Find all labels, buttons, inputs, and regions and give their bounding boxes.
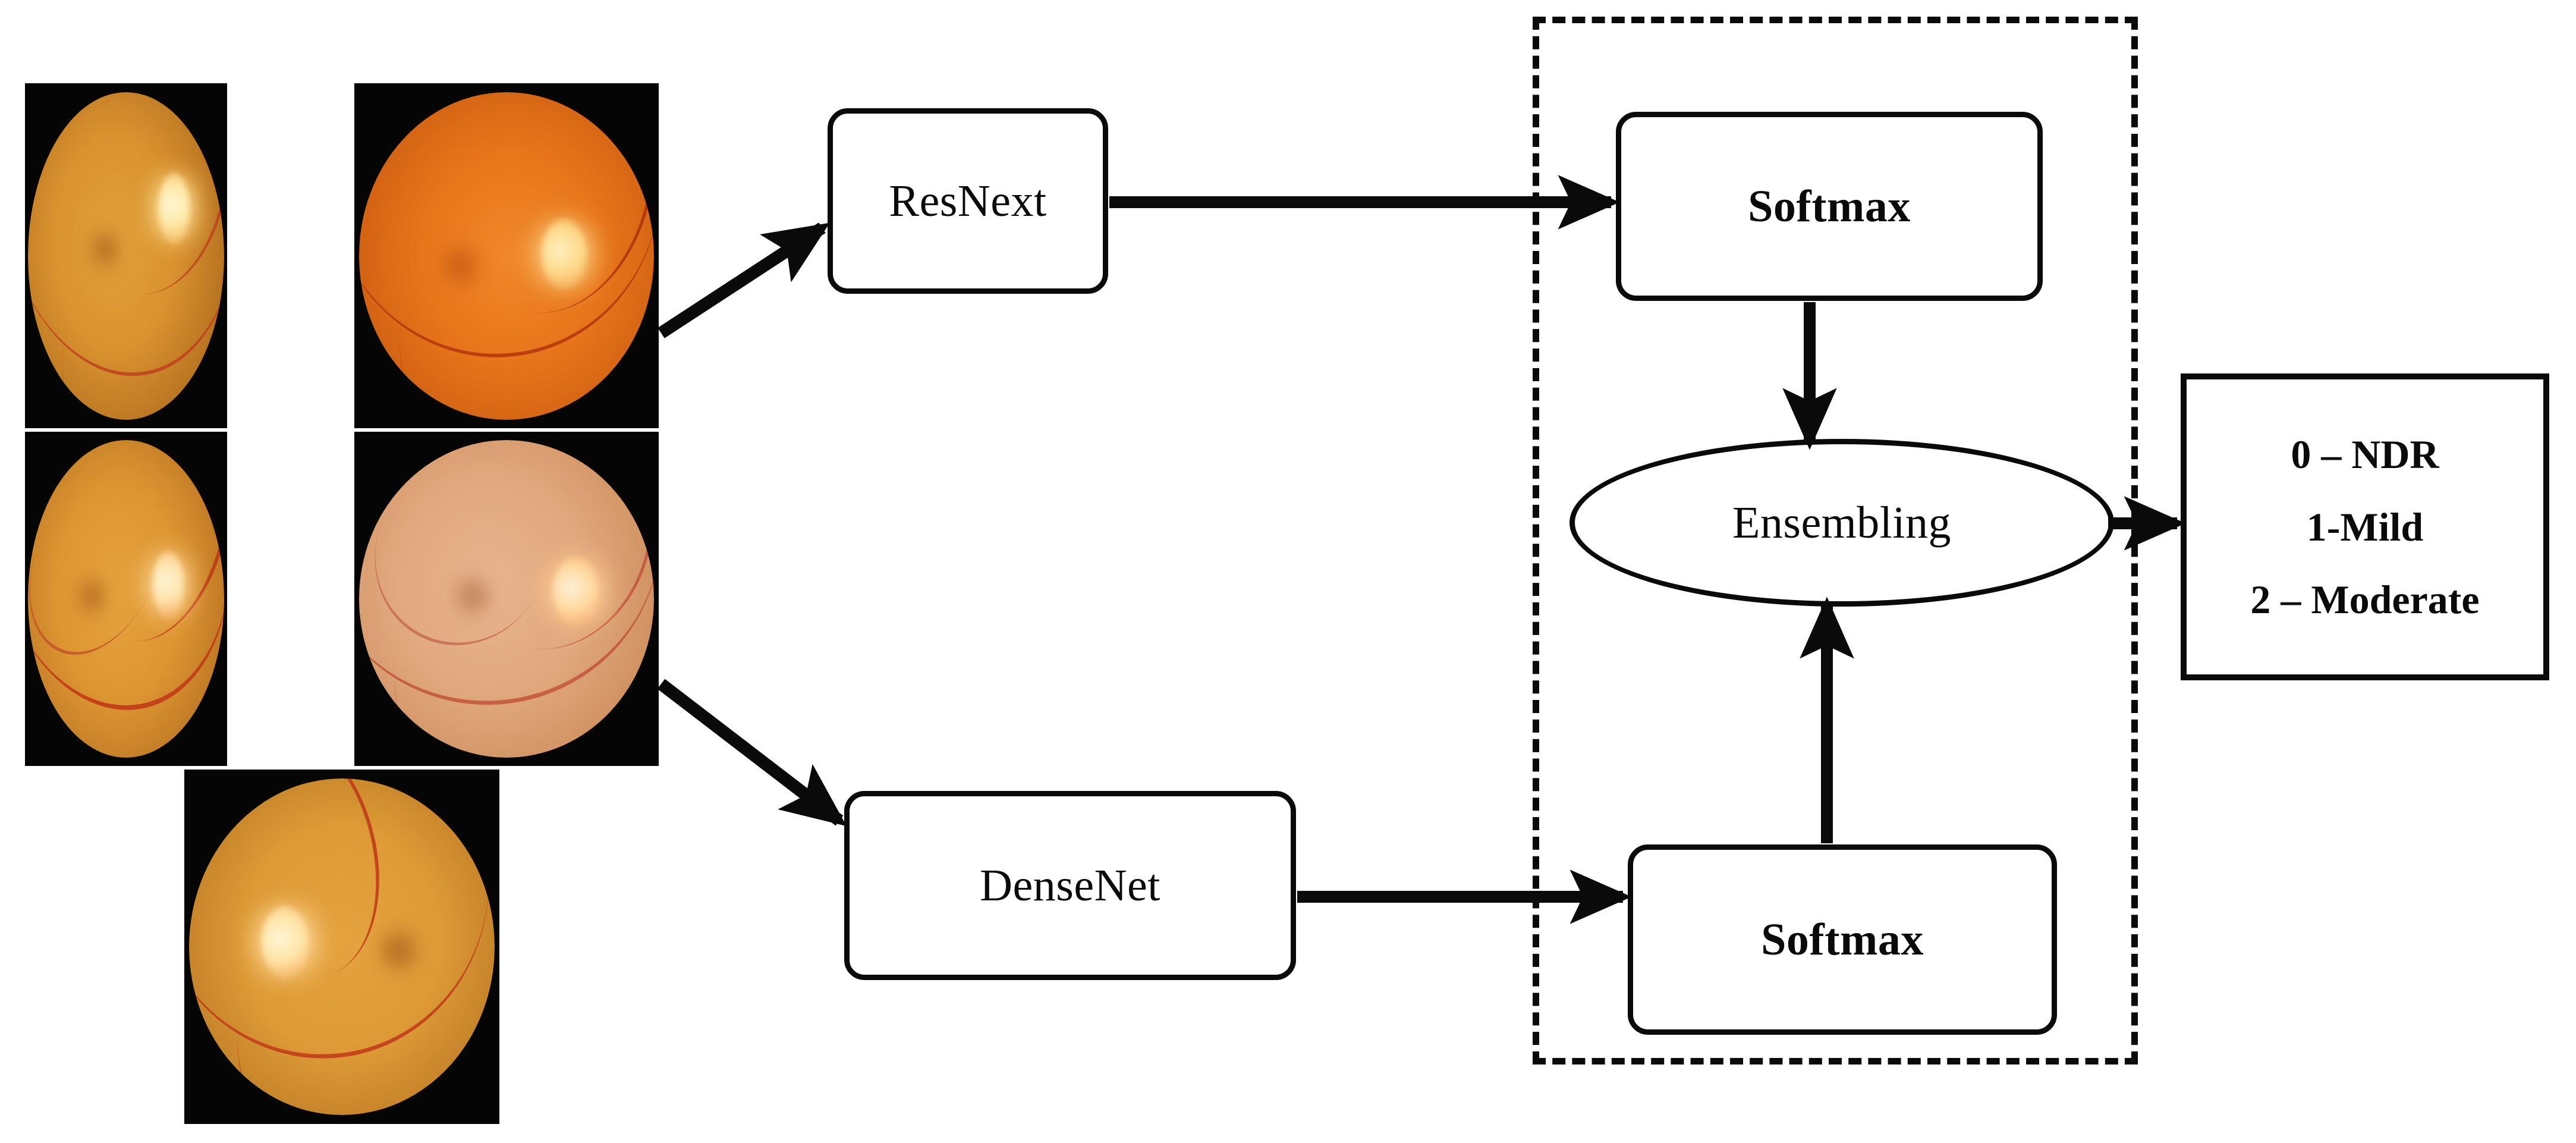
fundus-image-2 — [354, 83, 659, 428]
output-class-2: 2 – Moderate — [2250, 577, 2480, 622]
resnext-label: ResNext — [889, 175, 1047, 226]
fundus-image-3 — [25, 432, 227, 766]
output-class-1: 1-Mild — [2306, 504, 2424, 549]
softmax-bottom-label: Softmax — [1761, 914, 1924, 965]
edge-images-to-resnext — [658, 222, 830, 338]
densenet-label: DenseNet — [980, 860, 1160, 910]
classification-output-box[interactable]: 0 – NDR 1-Mild 2 – Moderate — [2181, 373, 2549, 680]
resnext-node[interactable]: ResNext — [828, 108, 1108, 294]
ensembling-node[interactable]: Ensembling — [1569, 439, 2114, 607]
edge-images-to-densenet — [657, 679, 847, 827]
fundus-image-4 — [354, 432, 659, 766]
fundus-image-5 — [184, 770, 499, 1124]
densenet-node[interactable]: DenseNet — [844, 791, 1296, 980]
ensembling-label: Ensembling — [1732, 497, 1952, 548]
softmax-bottom-node[interactable]: Softmax — [1628, 844, 2057, 1035]
output-class-0: 0 – NDR — [2291, 432, 2439, 477]
softmax-top-label: Softmax — [1748, 181, 1911, 231]
fundus-image-1 — [25, 83, 227, 428]
softmax-top-node[interactable]: Softmax — [1616, 112, 2043, 301]
